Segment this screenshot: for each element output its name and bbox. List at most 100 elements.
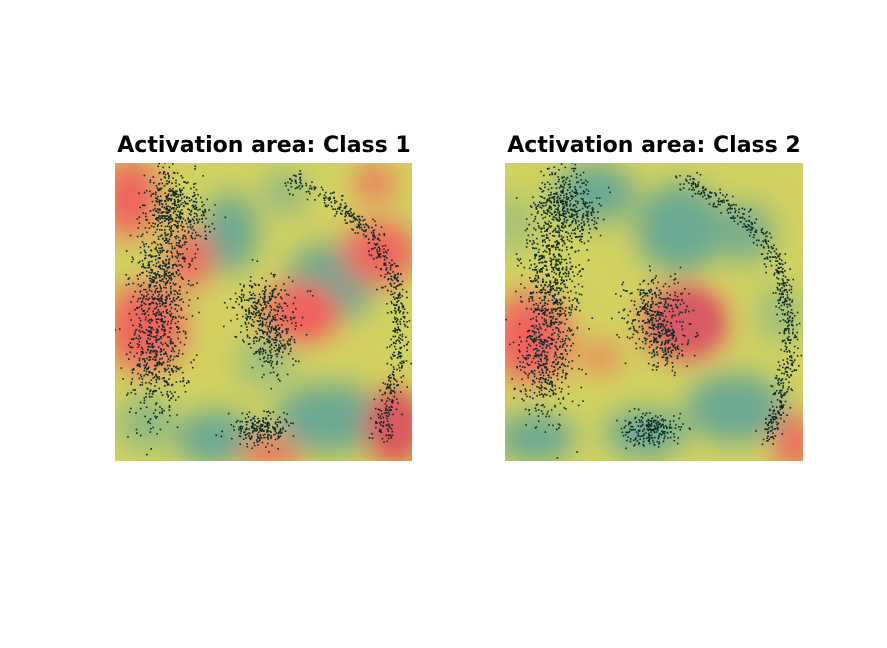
speckle [550, 202, 553, 204]
speckle [670, 333, 672, 335]
speckle [532, 325, 535, 327]
speckle [191, 195, 194, 198]
speckle [640, 419, 643, 422]
speckle [358, 218, 361, 220]
speckle [288, 424, 290, 427]
speckle [162, 265, 164, 267]
speckle [591, 207, 594, 209]
speckle [260, 312, 262, 315]
speckle [546, 181, 549, 184]
speckle [239, 283, 242, 286]
speckle [553, 229, 555, 232]
speckle [277, 373, 279, 376]
speckle [266, 424, 268, 426]
speckle [568, 186, 571, 189]
speckle [323, 199, 326, 201]
speckle [527, 234, 530, 237]
speckle [386, 362, 389, 365]
speckle [150, 256, 153, 258]
speckle [388, 377, 391, 379]
speckle [167, 367, 170, 370]
speckle [163, 322, 165, 324]
speckle [533, 227, 535, 230]
speckle [293, 316, 296, 319]
speckle [386, 303, 388, 305]
speckle [575, 308, 577, 311]
speckle [394, 330, 397, 332]
speckle [577, 210, 580, 212]
speckle [160, 362, 162, 365]
speckle [397, 297, 399, 299]
speckle [403, 317, 406, 319]
speckle [526, 337, 528, 339]
speckle [384, 392, 386, 395]
speckle [394, 275, 396, 277]
speckle [279, 430, 282, 432]
speckle [559, 263, 562, 265]
speckle [150, 290, 153, 293]
speckle [374, 407, 377, 410]
speckle [546, 230, 548, 232]
speckle [229, 298, 232, 300]
speckle [278, 436, 280, 439]
speckle [545, 281, 548, 284]
speckle [156, 362, 158, 364]
speckle [180, 307, 182, 310]
speckle [385, 387, 388, 390]
speckle [249, 276, 252, 278]
speckle [401, 367, 403, 369]
speckle [254, 420, 256, 422]
speckle [257, 425, 259, 428]
speckle [666, 334, 668, 336]
speckle [554, 241, 556, 243]
speckle [263, 360, 266, 363]
speckle [172, 212, 175, 214]
speckle [292, 435, 295, 437]
speckle [177, 222, 179, 225]
speckle [163, 240, 166, 242]
speckle [166, 180, 168, 182]
speckle [678, 313, 680, 316]
speckle [181, 202, 184, 204]
speckle [395, 340, 397, 342]
speckle [147, 266, 149, 269]
speckle [546, 236, 548, 239]
speckle [293, 338, 296, 341]
speckle [555, 354, 557, 356]
speckle [561, 199, 564, 201]
speckle [551, 384, 553, 386]
speckle [521, 274, 523, 277]
speckle [560, 184, 562, 187]
speckle [539, 345, 541, 348]
speckle [149, 254, 151, 256]
speckle [786, 374, 789, 377]
speckle [372, 238, 375, 241]
speckle [179, 285, 181, 288]
speckle [659, 332, 661, 335]
speckle [543, 211, 545, 214]
speckle [531, 330, 534, 332]
speckle [396, 384, 398, 387]
speckle [274, 288, 277, 290]
speckle [542, 267, 544, 269]
speckle [531, 361, 533, 363]
speckle [190, 235, 192, 237]
speckle [162, 262, 165, 265]
speckle [587, 240, 590, 242]
speckle [515, 290, 517, 293]
speckle [681, 353, 684, 356]
speckle [279, 420, 281, 423]
speckle [151, 396, 153, 398]
speckle [147, 261, 150, 264]
speckle [393, 277, 396, 280]
speckle [171, 245, 174, 248]
speckle [289, 350, 292, 353]
speckle [373, 243, 376, 245]
speckle [662, 298, 665, 300]
speckle [641, 341, 644, 343]
speckle [541, 370, 544, 372]
speckle [309, 185, 312, 187]
speckle [534, 280, 537, 282]
speckle [640, 310, 642, 312]
speckle [562, 371, 564, 374]
